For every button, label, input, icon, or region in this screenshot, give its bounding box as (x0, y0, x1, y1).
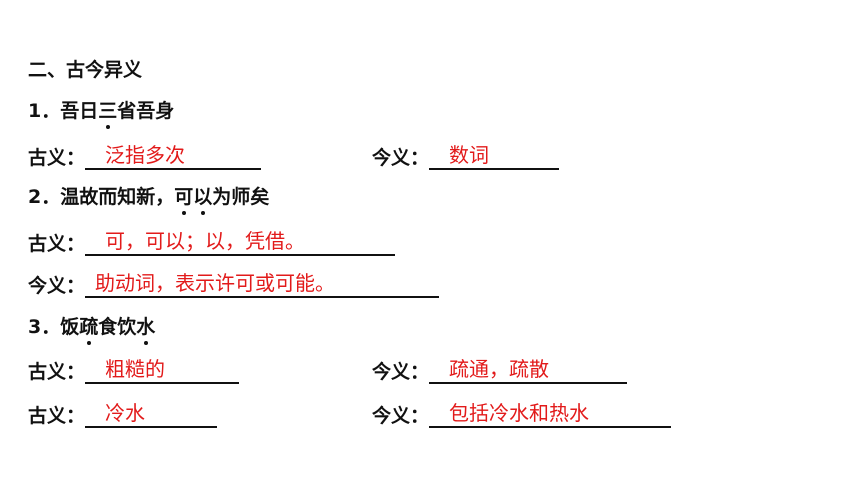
item-3-shu-modern-meaning: 今义： 疏通，疏散 (372, 356, 628, 384)
item-1-phrase: 1．吾日三省吾身 (28, 99, 175, 129)
phrase-text: 饭 (60, 316, 80, 338)
section-heading: 二、古今异义 (28, 59, 143, 81)
answer-blank: 包括冷水和热水 (429, 400, 672, 428)
answer-text: 助动词，表示许可或可能。 (95, 271, 336, 295)
answer-text: 泛指多次 (105, 143, 186, 167)
item-3-shui-modern-meaning: 今义： 包括冷水和热水 (372, 400, 672, 428)
item-number: 3． (28, 316, 61, 338)
phrase-text: 省吾身 (117, 100, 175, 122)
answer-blank: 冷水 (85, 400, 218, 428)
answer-blank: 泛指多次 (85, 142, 262, 170)
item-2-modern-meaning: 今义： 助动词，表示许可或可能。 (28, 270, 440, 298)
dotted-char: 三 (98, 100, 118, 129)
answer-blank: 疏通，疏散 (429, 356, 628, 384)
item-2-phrase: 2．温故而知新，可以为师矣 (28, 185, 270, 215)
ancient-label: 古义： (28, 147, 86, 169)
item-1-modern-meaning: 今义： 数词 (372, 142, 560, 170)
dotted-char: 疏 (79, 316, 99, 345)
item-number: 1． (28, 100, 61, 122)
modern-label: 今义： (28, 275, 86, 297)
ancient-label: 古义： (28, 405, 86, 427)
modern-label: 今义： (372, 405, 430, 427)
item-2-ancient-meaning: 古义： 可，可以；以，凭借。 (28, 228, 396, 256)
answer-text: 粗糙的 (105, 357, 166, 381)
item-3-phrase: 3．饭疏食饮水 (28, 315, 156, 345)
answer-text: 可，可以；以，凭借。 (105, 229, 306, 253)
answer-blank: 粗糙的 (85, 356, 240, 384)
item-3-shui-ancient-meaning: 古义： 冷水 (28, 400, 218, 428)
dotted-char: 可 (174, 186, 194, 215)
dotted-char: 以 (193, 186, 213, 215)
phrase-text: 为师矣 (212, 186, 270, 208)
answer-text: 数词 (449, 143, 490, 167)
phrase-text: 吾日 (60, 100, 99, 122)
phrase-text: 食饮 (98, 316, 137, 338)
modern-label: 今义： (372, 361, 430, 383)
phrase-text: 温故而知新， (60, 186, 175, 208)
answer-blank: 可，可以；以，凭借。 (85, 228, 396, 256)
dotted-char: 水 (136, 316, 156, 345)
item-number: 2． (28, 186, 61, 208)
item-3-shu-ancient-meaning: 古义： 粗糙的 (28, 356, 240, 384)
answer-text: 包括冷水和热水 (449, 401, 590, 425)
modern-label: 今义： (372, 147, 430, 169)
answer-blank: 数词 (429, 142, 560, 170)
answer-text: 冷水 (105, 401, 146, 425)
ancient-label: 古义： (28, 233, 86, 255)
answer-text: 疏通，疏散 (449, 357, 550, 381)
item-1-ancient-meaning: 古义： 泛指多次 (28, 142, 262, 170)
answer-blank: 助动词，表示许可或可能。 (85, 270, 440, 298)
ancient-label: 古义： (28, 361, 86, 383)
